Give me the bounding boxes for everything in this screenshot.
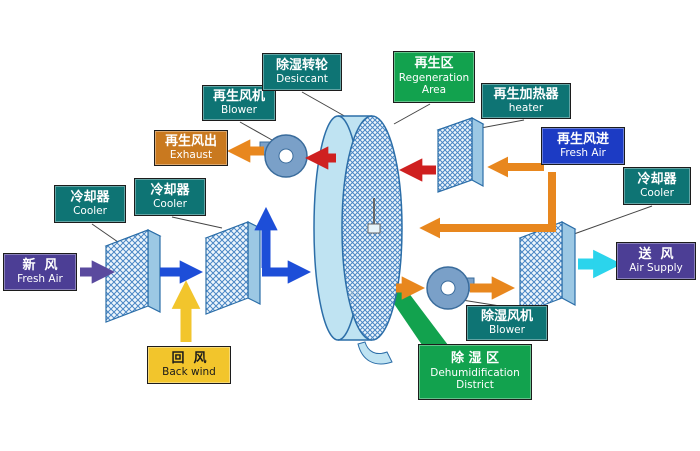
dehumid-blower-inlet bbox=[440, 280, 456, 296]
label-dehumid-district: 除 湿 区 Dehumidification District bbox=[418, 344, 532, 400]
wheel-hub bbox=[367, 223, 381, 234]
label-cooler-2-en: Cooler bbox=[153, 198, 187, 211]
regen-blower-inlet bbox=[278, 148, 294, 164]
connector-cooler2 bbox=[171, 216, 223, 229]
label-fresh-air-in-en: Fresh Air bbox=[17, 273, 63, 286]
label-dehumid-district-zh: 除 湿 区 bbox=[450, 351, 500, 367]
dehumidification-wedge bbox=[386, 284, 448, 345]
cooler-block-1-side bbox=[147, 229, 161, 313]
flow-arrows bbox=[80, 139, 622, 342]
label-heater-en: heater bbox=[508, 102, 544, 115]
watermark-text: xt bbox=[348, 286, 361, 301]
dehumid-blower-fan bbox=[426, 266, 475, 310]
label-connector-lines bbox=[91, 91, 653, 307]
label-regen-area-zh: 再生区 bbox=[414, 56, 454, 72]
connector-regen-area bbox=[393, 103, 431, 125]
label-desiccant-en: Desiccant bbox=[276, 73, 328, 86]
label-exhaust: 再生风出 Exhaust bbox=[154, 130, 228, 166]
label-dehumid-district-en: Dehumidification District bbox=[430, 367, 520, 392]
label-cooler-1-zh: 冷却器 bbox=[70, 189, 110, 205]
heater-block-face bbox=[437, 117, 473, 193]
cooler-block-1 bbox=[104, 229, 162, 323]
label-cooler-2-zh: 冷却器 bbox=[150, 182, 190, 198]
cooler-block-3-face bbox=[519, 221, 563, 315]
wheel-belt-curl bbox=[357, 341, 393, 365]
connector-desiccant bbox=[301, 91, 349, 119]
label-cooler-3-en: Cooler bbox=[640, 187, 674, 200]
connector-regen-blower bbox=[239, 121, 273, 141]
label-fresh-air-in-zh: 新 风 bbox=[22, 257, 58, 273]
heater-block bbox=[436, 116, 485, 193]
label-fresh-air-in: 新 风 Fresh Air bbox=[3, 253, 77, 291]
label-back-wind: 回 风 Back wind bbox=[147, 346, 231, 384]
label-exhaust-en: Exhaust bbox=[169, 149, 213, 162]
label-heater: 再生加热器 heater bbox=[481, 83, 571, 119]
connector-cooler3 bbox=[573, 205, 653, 235]
cooler-block-2-face bbox=[205, 221, 249, 315]
desiccant-wheel bbox=[313, 115, 403, 365]
label-regen-blower-en: Blower bbox=[221, 104, 257, 117]
label-regen-area: 再生区 Regeneration Area bbox=[393, 51, 475, 103]
label-cooler-1-en: Cooler bbox=[73, 205, 107, 218]
cooler-block-2-side bbox=[247, 221, 261, 305]
label-heater-zh: 再生加热器 bbox=[493, 86, 559, 102]
label-exhaust-zh: 再生风出 bbox=[164, 133, 217, 149]
regen-blower-fan bbox=[259, 134, 308, 178]
label-regen-blower-zh: 再生风机 bbox=[212, 88, 265, 104]
label-air-supply-zh: 送 风 bbox=[638, 246, 674, 262]
label-dehumid-blower-zh: 除湿风机 bbox=[480, 308, 533, 324]
label-back-wind-zh: 回 风 bbox=[171, 350, 207, 366]
label-regen-fresh-air-en: Fresh Air bbox=[560, 147, 606, 160]
cooler-block-3 bbox=[518, 220, 577, 315]
label-air-supply: 送 风 Air Supply bbox=[616, 242, 696, 280]
label-regen-blower: 再生风机 Blower bbox=[202, 85, 276, 121]
label-desiccant-zh: 除湿转轮 bbox=[275, 57, 328, 73]
label-desiccant: 除湿转轮 Desiccant bbox=[262, 53, 342, 91]
label-regen-fresh-air: 再生风进 Fresh Air bbox=[541, 127, 625, 165]
heater-block-side bbox=[471, 116, 484, 188]
label-regen-fresh-air-zh: 再生风进 bbox=[556, 131, 609, 147]
label-back-wind-en: Back wind bbox=[162, 366, 216, 379]
label-dehumid-blower: 除湿风机 Blower bbox=[466, 305, 548, 341]
label-regen-area-en: Regeneration Area bbox=[398, 72, 470, 97]
label-cooler-3: 冷却器 Cooler bbox=[623, 167, 691, 205]
cooler-block-1-face bbox=[105, 229, 149, 323]
label-cooler-3-zh: 冷却器 bbox=[637, 171, 677, 187]
regen-inlet-elbow-arrow bbox=[419, 172, 556, 239]
label-air-supply-en: Air Supply bbox=[629, 262, 683, 275]
cooler-block-2 bbox=[204, 221, 262, 315]
cooler-block-3-side bbox=[561, 220, 576, 307]
connector-cooler1 bbox=[91, 223, 119, 243]
label-cooler-1: 冷却器 Cooler bbox=[54, 185, 126, 223]
label-dehumid-blower-en: Blower bbox=[489, 324, 525, 337]
label-cooler-2: 冷却器 Cooler bbox=[134, 178, 206, 216]
